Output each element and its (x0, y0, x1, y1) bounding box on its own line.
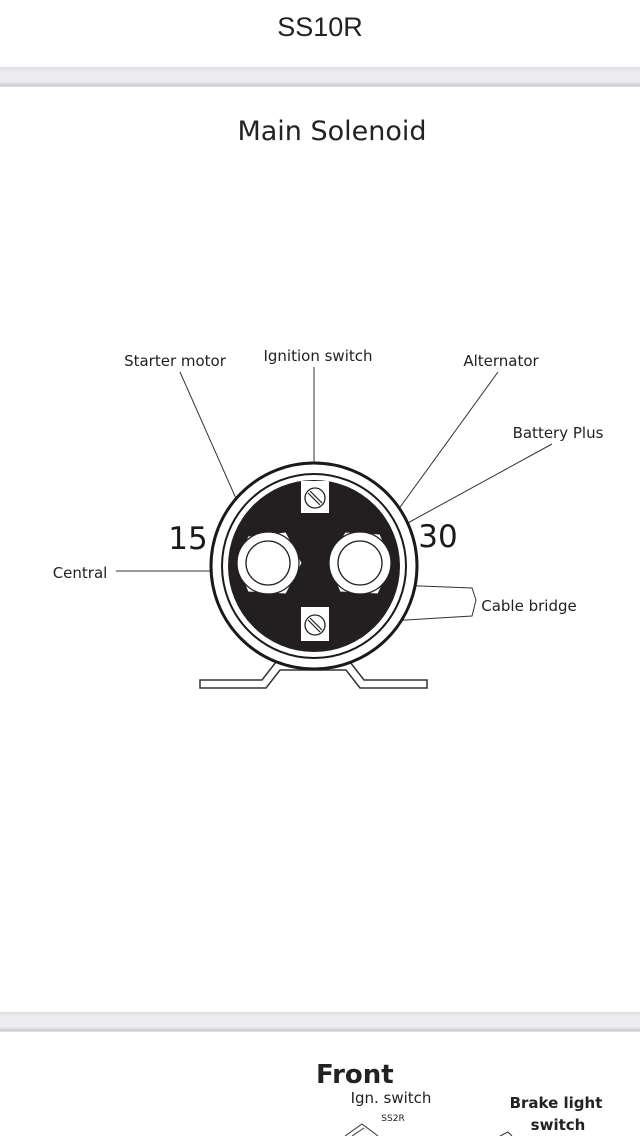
page-separator (0, 1012, 640, 1032)
terminal-30-label: 30 (418, 519, 457, 555)
label-ign-switch-model: SS2R (381, 1114, 404, 1124)
terminal-30-nut-icon (327, 531, 393, 595)
label-alternator: Alternator (463, 352, 539, 370)
label-central: Central (53, 564, 108, 582)
ign-switch-part-icon (344, 1123, 379, 1136)
label-brake-light-switch: switch (531, 1116, 586, 1134)
brake-switch-part-icon (499, 1131, 513, 1136)
screw-top-icon (301, 481, 329, 513)
terminal-15-label: 15 (168, 521, 207, 557)
label-ign-switch: Ign. switch (351, 1089, 432, 1107)
page-title: SS10R (277, 12, 363, 42)
page-separator (0, 67, 640, 87)
next-diagram-title: Front (316, 1060, 394, 1090)
label-battery-plus: Battery Plus (513, 424, 604, 442)
label-ignition-switch: Ignition switch (263, 347, 372, 365)
label-brake-light: Brake light (510, 1094, 603, 1112)
solenoid-body (199, 461, 428, 689)
diagram-title: Main Solenoid (237, 116, 426, 147)
screw-bottom-icon (301, 607, 329, 641)
terminal-15-nut-icon (235, 531, 303, 595)
label-cable-bridge: Cable bridge (481, 597, 576, 615)
label-starter-motor: Starter motor (124, 352, 227, 370)
